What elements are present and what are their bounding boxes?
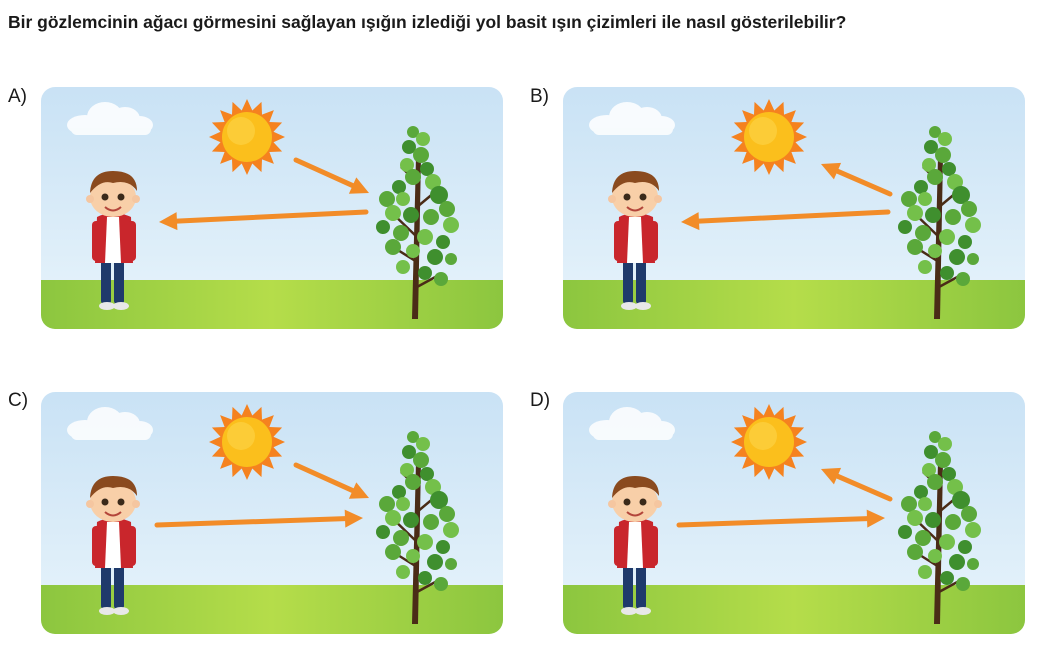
arrow-head-icon	[344, 509, 363, 528]
option-label-c: C)	[8, 390, 29, 411]
cloud-icon	[67, 102, 153, 135]
cloud-icon	[589, 407, 675, 440]
tree-icon	[376, 431, 459, 624]
light-ray-line	[696, 209, 891, 224]
sun-icon	[731, 99, 807, 175]
scene-canvas	[563, 87, 1025, 329]
arrow-head-icon	[159, 212, 178, 231]
cloud-icon	[589, 102, 675, 135]
option-panel-d[interactable]	[563, 392, 1025, 634]
boy-observer-icon	[86, 476, 140, 615]
boy-observer-icon	[608, 171, 662, 310]
light-ray-line	[676, 516, 870, 528]
sun-icon	[731, 404, 807, 480]
option-label-d: D)	[530, 390, 551, 411]
light-ray-line	[293, 462, 356, 494]
light-ray-line	[293, 157, 356, 189]
scene-canvas	[41, 392, 503, 634]
light-ray-line	[835, 168, 893, 197]
arrow-head-icon	[681, 212, 700, 231]
arrow-head-icon	[821, 467, 842, 485]
option-label-a: A)	[8, 86, 27, 107]
tree-icon	[898, 126, 981, 319]
arrow-head-icon	[821, 162, 842, 180]
option-panel-c[interactable]	[41, 392, 503, 634]
light-ray-line	[835, 473, 893, 502]
light-ray-line	[154, 516, 348, 528]
sun-icon	[209, 404, 285, 480]
scene-canvas	[41, 87, 503, 329]
question-text: Bir gözlemcinin ağacı görmesini sağlayan…	[8, 12, 847, 32]
boy-observer-icon	[608, 476, 662, 615]
option-label-b: B)	[530, 86, 549, 107]
arrow-head-icon	[866, 509, 885, 528]
sun-icon	[209, 99, 285, 175]
tree-icon	[376, 126, 459, 319]
arrow-head-icon	[348, 482, 369, 499]
scene-canvas	[563, 392, 1025, 634]
option-panel-b[interactable]	[563, 87, 1025, 329]
boy-observer-icon	[86, 171, 140, 310]
cloud-icon	[67, 407, 153, 440]
light-ray-line	[174, 209, 369, 224]
tree-icon	[898, 431, 981, 624]
option-panel-a[interactable]	[41, 87, 503, 329]
arrow-head-icon	[348, 177, 369, 194]
